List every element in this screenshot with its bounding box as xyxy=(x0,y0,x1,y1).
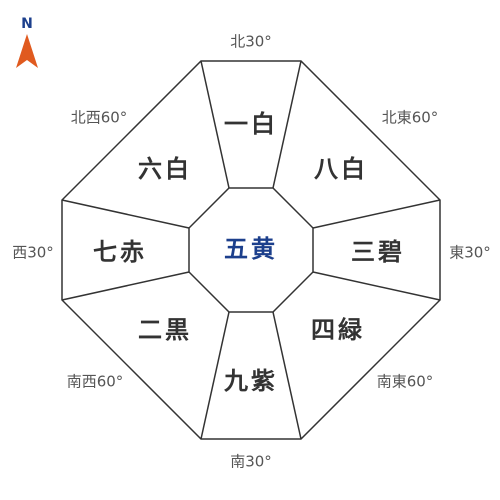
divider-sse xyxy=(272,311,302,440)
direction-southwest: 南西60° xyxy=(67,373,124,391)
sector-dividers xyxy=(61,60,441,440)
star-southeast: 四緑 xyxy=(311,316,365,344)
north-compass-icon: N xyxy=(16,16,38,68)
star-south: 九紫 xyxy=(223,367,278,395)
direction-northwest: 北西60° xyxy=(71,109,128,127)
direction-south: 南30° xyxy=(230,453,272,471)
inner-octagon xyxy=(188,187,314,313)
divider-nne xyxy=(272,60,302,189)
star-west: 七赤 xyxy=(93,238,147,266)
star-east: 三碧 xyxy=(351,238,405,266)
divider-ssw xyxy=(200,311,230,440)
star-northwest: 六白 xyxy=(138,155,192,183)
divider-wnw xyxy=(61,199,190,229)
divider-ene xyxy=(312,199,441,229)
compass-letter: N xyxy=(21,16,33,32)
direction-west: 西30° xyxy=(12,244,54,262)
star-southwest: 二黒 xyxy=(138,316,192,344)
compass-needle xyxy=(16,34,38,68)
divider-ese xyxy=(312,271,441,301)
star-north: 一白 xyxy=(224,110,278,138)
star-northeast: 八白 xyxy=(314,155,368,183)
divider-nnw xyxy=(200,60,230,189)
star-center: 五黄 xyxy=(224,235,278,263)
divider-wsw xyxy=(61,271,190,301)
direction-southeast: 南東60° xyxy=(377,373,434,391)
direction-north: 北30° xyxy=(230,33,272,51)
direction-northeast: 北東60° xyxy=(382,109,439,127)
direction-east: 東30° xyxy=(449,244,491,262)
